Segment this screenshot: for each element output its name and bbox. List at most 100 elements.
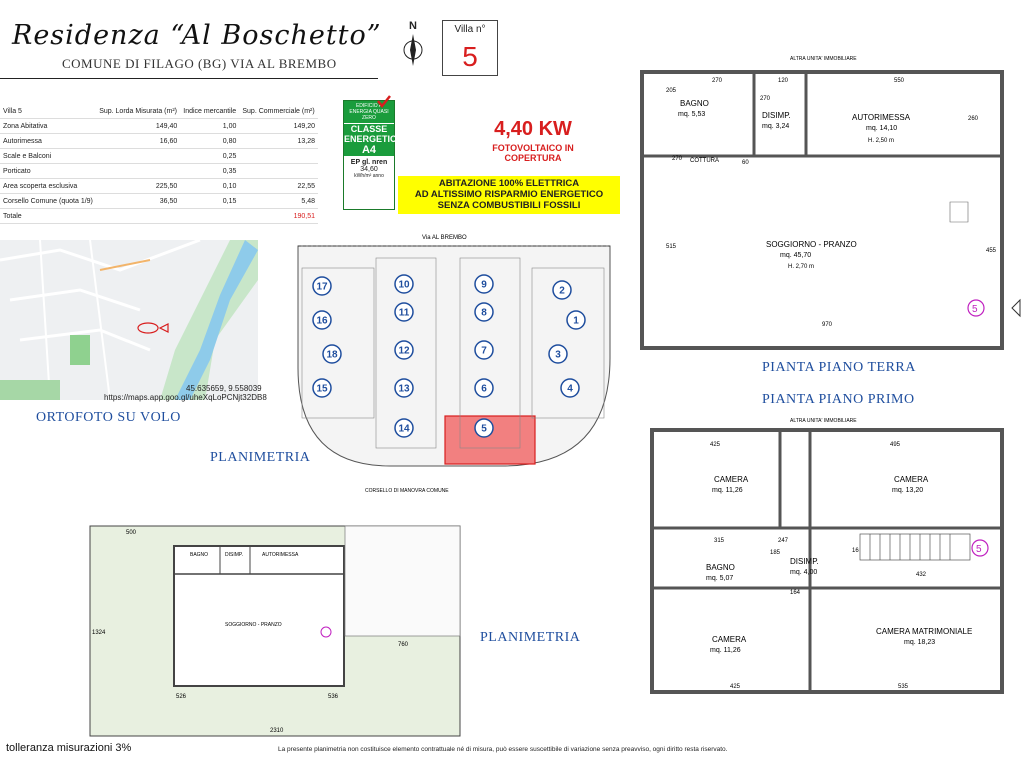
villa-marker <box>548 344 568 364</box>
site-plan-caption: PLANIMETRIA <box>210 450 311 465</box>
cell: 36,50 <box>96 193 181 209</box>
dim-label: 260 <box>968 116 979 122</box>
villa-marker <box>312 310 332 330</box>
villa-marker <box>394 302 414 322</box>
villa-marker-label: 5 <box>481 424 487 435</box>
map-caption: ORTOFOTO SU VOLO <box>36 410 181 425</box>
villa-marker-label: 6 <box>481 384 487 395</box>
dim-label: 500 <box>126 530 137 536</box>
room-name: CAMERA MATRIMONIALE <box>876 627 972 636</box>
dim-label: 60 <box>742 160 749 166</box>
unit-marker-number: 5 <box>976 544 982 555</box>
other-unit-label: ALTRA UNITA' IMMOBILIARE <box>790 418 857 424</box>
staircase <box>859 533 971 561</box>
checkmark-icon <box>377 95 391 108</box>
disclaimer: La presente planimetria non costituisce … <box>278 746 728 753</box>
energy-class-label: EDIFICIO A ENERGIA QUASI ZERO CLASSE ENE… <box>343 100 403 210</box>
room-name: BAGNO <box>706 563 735 572</box>
dim-label: 526 <box>176 694 187 700</box>
dim-label: 270 <box>760 96 771 102</box>
villa-marker-label: 14 <box>398 424 410 435</box>
villa-marker <box>474 302 494 322</box>
villa-number-box: Villa n° 5 <box>442 20 498 76</box>
aerial-map <box>0 240 258 400</box>
villa-label: Villa n° <box>454 24 486 35</box>
room-name: CAMERA <box>712 635 747 644</box>
tolerance-note: tolleranza misurazioni 3% <box>6 742 132 754</box>
villa-marker-label: 17 <box>316 282 328 293</box>
lot-room-label: SOGGIORNO - PRANZO <box>225 622 282 628</box>
cell <box>96 148 181 164</box>
room-name: SOGGIORNO - PRANZO <box>766 240 857 249</box>
table-header: Sup. Commerciale (m²) <box>239 104 318 119</box>
cell: 22,55 <box>239 178 318 194</box>
street-label: Via AL BREMBO <box>422 235 467 241</box>
cell: 149,40 <box>96 118 181 134</box>
map-coordinates: 45.635659, 9.558039 <box>186 384 262 393</box>
unit-marker <box>320 626 332 638</box>
ground-floor-caption: PIANTA PIANO TERRA <box>762 360 916 375</box>
ep-value: 34,60 <box>360 166 378 173</box>
villa-marker <box>474 274 494 294</box>
lot-room-label: AUTORIMESSA <box>262 552 299 558</box>
villa-marker-label: 10 <box>398 280 410 291</box>
room-height: H. 2,50 m <box>868 138 894 144</box>
banner-line: ABITAZIONE 100% ELETTRICA <box>438 178 580 189</box>
room-area: mq. 11,26 <box>710 647 741 654</box>
site-plan: Via AL BREMBO 17161815141011121398765213… <box>297 235 611 467</box>
villa-marker <box>312 276 332 296</box>
other-unit-label: ALTRA UNITA' IMMOBILIARE <box>790 56 857 62</box>
villa-marker-label: 9 <box>481 280 487 291</box>
dim-label: 495 <box>890 442 901 448</box>
cell: 0,80 <box>180 133 240 149</box>
row-label: Area scoperta esclusiva <box>0 178 97 194</box>
lot-room-label: DISIMP. <box>225 552 243 558</box>
villa-marker-label: 7 <box>481 346 487 357</box>
dim-label: 455 <box>986 248 997 254</box>
header-divider <box>0 78 378 79</box>
dim-label: 535 <box>898 684 909 690</box>
villa-marker <box>312 378 332 398</box>
unit-marker-number: 5 <box>972 304 978 315</box>
cell: 1,00 <box>180 118 240 134</box>
table-header: Indice mercantile <box>180 104 240 119</box>
lot-plan: BAGNO DISIMP. AUTORIMESSA SOGGIORNO - PR… <box>89 488 461 737</box>
villa-marker <box>560 378 580 398</box>
room-area: mq. 11,26 <box>712 487 743 494</box>
map-link[interactable]: https://maps.app.goo.gl/uheXqLoPCNjt32DB… <box>104 393 267 402</box>
dim-label: 970 <box>822 322 833 328</box>
room-name: DISIMP. <box>790 557 819 566</box>
villa-marker <box>394 378 414 398</box>
cell: 16,60 <box>96 133 181 149</box>
room-name: AUTORIMESSA <box>852 113 911 122</box>
room-area: mq. 4,00 <box>790 569 817 576</box>
compass-icon <box>403 34 423 66</box>
dim-label: 164 <box>790 590 801 596</box>
project-address: COMUNE DI FILAGO (BG) VIA AL BREMBO <box>62 56 337 71</box>
room-name: CAMERA <box>894 475 929 484</box>
room-name: CAMERA <box>714 475 749 484</box>
row-label: Zona Abitativa <box>0 118 97 134</box>
room-height: H. 2,70 m <box>788 264 814 270</box>
room-area: mq. 5,07 <box>706 575 733 582</box>
room-area: mq. 14,10 <box>866 125 897 132</box>
total-value: 190,51 <box>239 208 318 224</box>
dim-label: 16 <box>852 548 859 554</box>
row-label: Autorimessa <box>0 133 97 149</box>
room-name: DISIMP. <box>762 111 791 120</box>
cell <box>239 148 318 164</box>
dim-label: 515 <box>666 244 677 250</box>
table-header: Villa 5 <box>0 104 97 119</box>
cell: 0,25 <box>180 148 240 164</box>
cell: 13,28 <box>239 133 318 149</box>
dim-label: 2310 <box>270 728 284 734</box>
pv-power: 4,40 KW <box>494 118 572 140</box>
dim-label: 247 <box>778 538 789 544</box>
ground-floor-plan: ALTRA UNITA' IMMOBILIARE BAGNO mq. 5,53 … <box>640 56 1021 350</box>
